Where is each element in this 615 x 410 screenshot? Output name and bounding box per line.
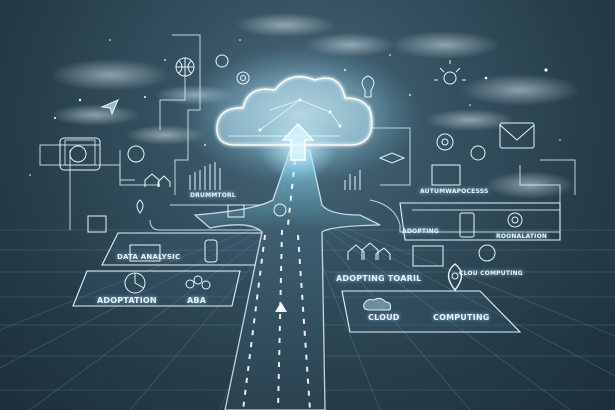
label-computing: COMPUTING: [433, 313, 490, 322]
label-dashboard: DRUMMTORL: [190, 192, 236, 199]
house-icon: [347, 242, 391, 260]
label-cloud: CLOUD: [368, 313, 400, 322]
circuit-lines: [39, 34, 576, 233]
graduation-cap-icon: [378, 152, 406, 164]
label-data-analysis: DATA ANALYSIC: [117, 253, 181, 261]
monitor-icon: [227, 204, 245, 218]
panels: [72, 202, 561, 333]
label-adopting-toaril: ADOPTING TOARIL: [336, 274, 422, 283]
label-adoptation: ADOPTATION: [97, 296, 157, 305]
highway-road: [193, 149, 381, 410]
lightbulb-icon: [361, 75, 375, 98]
label-roonalation: ROONALATION: [496, 233, 548, 240]
database-icon: [204, 239, 218, 263]
icons: [59, 54, 535, 311]
airplane-icon: [100, 99, 119, 116]
label-automation: AUTUMWAPOCESSS: [420, 188, 489, 195]
main-cloud: [180, 45, 420, 185]
label-adopting: ADOPTING: [402, 228, 439, 235]
mail-icon: [499, 122, 535, 149]
label-aba: ABA: [187, 296, 207, 305]
label-clou-computing: CLOU COMPUTING: [459, 270, 523, 277]
tablet-icon: [459, 212, 475, 238]
location-pin-icon: [136, 199, 144, 214]
bar-chart-icon: [189, 162, 221, 190]
haze-clouds: [50, 13, 580, 199]
gear-icon: [236, 71, 250, 85]
